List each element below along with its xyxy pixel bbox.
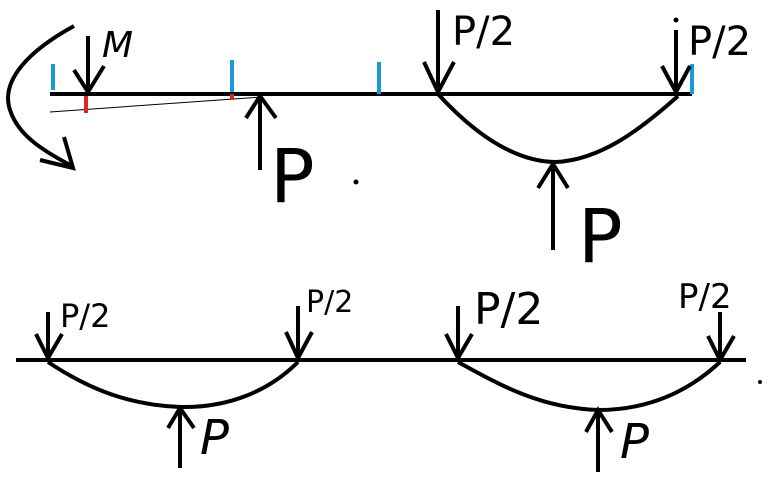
moment-label: M <box>102 25 134 66</box>
top-up-arrowhead-right <box>536 160 570 190</box>
stray-dot-right <box>758 380 762 384</box>
top-down-arrowhead-right <box>660 65 692 97</box>
top-down-force-right-label: P/2 <box>688 19 752 65</box>
bottom-right-down-2-label: P/2 <box>678 277 732 317</box>
bottom-right-up-head <box>584 406 614 434</box>
bottom-left-curve <box>46 360 300 410</box>
bottom-right-down-1-head <box>444 332 474 363</box>
bottom-left-down-2-head <box>284 331 314 363</box>
top-down-arrowhead-left <box>422 61 456 97</box>
top-cable-curve <box>436 92 680 165</box>
moment-point-arrowhead <box>72 64 106 96</box>
bottom-right-down-2-head <box>706 334 736 365</box>
bottom-left-down-1-label: P/2 <box>60 297 111 335</box>
bottom-left-up-label: P <box>200 410 229 466</box>
bottom-right-down-1-label: P/2 <box>474 284 544 335</box>
top-dot-right <box>673 17 679 23</box>
bottom-left-up-head <box>166 404 196 430</box>
stray-dot <box>353 179 359 185</box>
top-up-arrowhead-p <box>244 92 278 120</box>
bottom-left-down-2-label: P/2 <box>306 285 354 320</box>
bottom-left-down-1-head <box>34 332 64 363</box>
moment-curve-arrow <box>6 24 75 167</box>
top-up-force-label: P <box>270 134 315 220</box>
top-down-force-left-label: P/2 <box>452 9 516 55</box>
moment-arrowhead <box>39 136 76 171</box>
bottom-right-curve <box>457 360 722 413</box>
top-right-up-force-label: P <box>578 194 623 280</box>
bottom-right-up-label: P <box>620 414 649 470</box>
